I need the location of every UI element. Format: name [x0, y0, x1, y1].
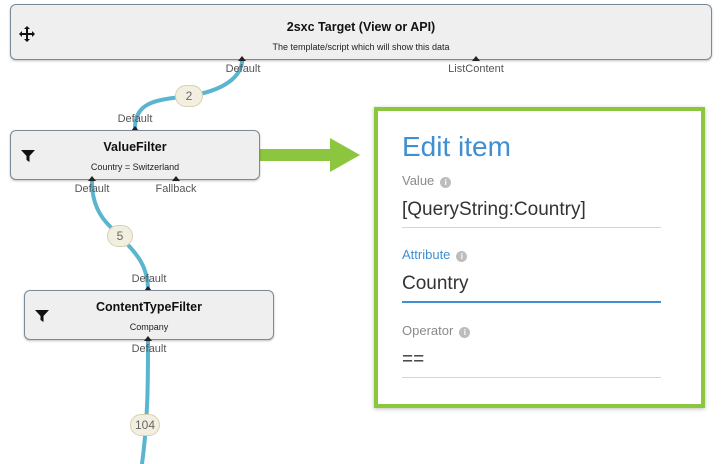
funnel-icon	[35, 310, 49, 322]
valuefilter-port-out-fallback[interactable]	[172, 176, 180, 181]
target-port-listcontent-label: ListContent	[448, 63, 504, 75]
operator-field-label-text: Operator	[402, 323, 454, 338]
valuefilter-node[interactable]: ValueFilter Country = Switzerland	[10, 130, 260, 180]
valuefilter-port-out-fallback-label: Fallback	[155, 183, 197, 195]
contenttype-port-out-label: Default	[131, 343, 167, 355]
value-field[interactable]: [QueryString:Country]	[402, 199, 661, 228]
target-port-listcontent[interactable]	[472, 56, 480, 61]
target-port-default[interactable]	[238, 56, 246, 61]
contenttype-node[interactable]: ContentTypeFilter Company	[24, 290, 274, 340]
valuefilter-subtitle: Country = Switzerland	[90, 162, 180, 172]
contenttype-port-out[interactable]	[144, 336, 152, 341]
contenttype-port-in[interactable]	[144, 286, 152, 291]
target-title: 2sxc Target (View or API)	[286, 20, 436, 34]
operator-field-label: Operator i	[402, 323, 471, 338]
valuefilter-title: ValueFilter	[103, 140, 167, 154]
edit-item-title: Edit item	[402, 131, 511, 162]
move-arrows-icon	[19, 26, 35, 42]
operator-field[interactable]: ==	[402, 349, 661, 378]
attribute-field[interactable]: Country	[402, 273, 661, 303]
connection-count-badge: 104	[130, 414, 160, 436]
contenttype-subtitle: Company	[129, 322, 169, 332]
contenttype-title: ContentTypeFilter	[95, 300, 203, 314]
target-subtitle: The template/script which will show this…	[272, 42, 450, 52]
valuefilter-port-in-label: Default	[117, 113, 153, 125]
pointer-arrow	[248, 138, 360, 172]
connection-source-to-contenttype[interactable]	[140, 338, 150, 464]
attribute-field-label-text: Attribute	[402, 247, 451, 262]
info-icon[interactable]: i	[456, 251, 468, 262]
valuefilter-port-in[interactable]	[131, 126, 139, 131]
connection-count-badge: 2	[175, 85, 203, 107]
valuefilter-port-out-default[interactable]	[88, 176, 96, 181]
contenttype-port-in-label: Default	[131, 273, 167, 285]
funnel-icon	[21, 150, 35, 162]
target-node[interactable]: 2sxc Target (View or API) The template/s…	[10, 4, 712, 60]
connection-count-badge: 5	[107, 225, 133, 247]
info-icon[interactable]: i	[440, 177, 452, 188]
attribute-field-label: Attribute i	[402, 247, 468, 262]
value-field-label-text: Value	[402, 173, 435, 188]
target-port-default-label: Default	[225, 63, 261, 75]
info-icon[interactable]: i	[459, 327, 471, 338]
valuefilter-port-out-default-label: Default	[74, 183, 110, 195]
